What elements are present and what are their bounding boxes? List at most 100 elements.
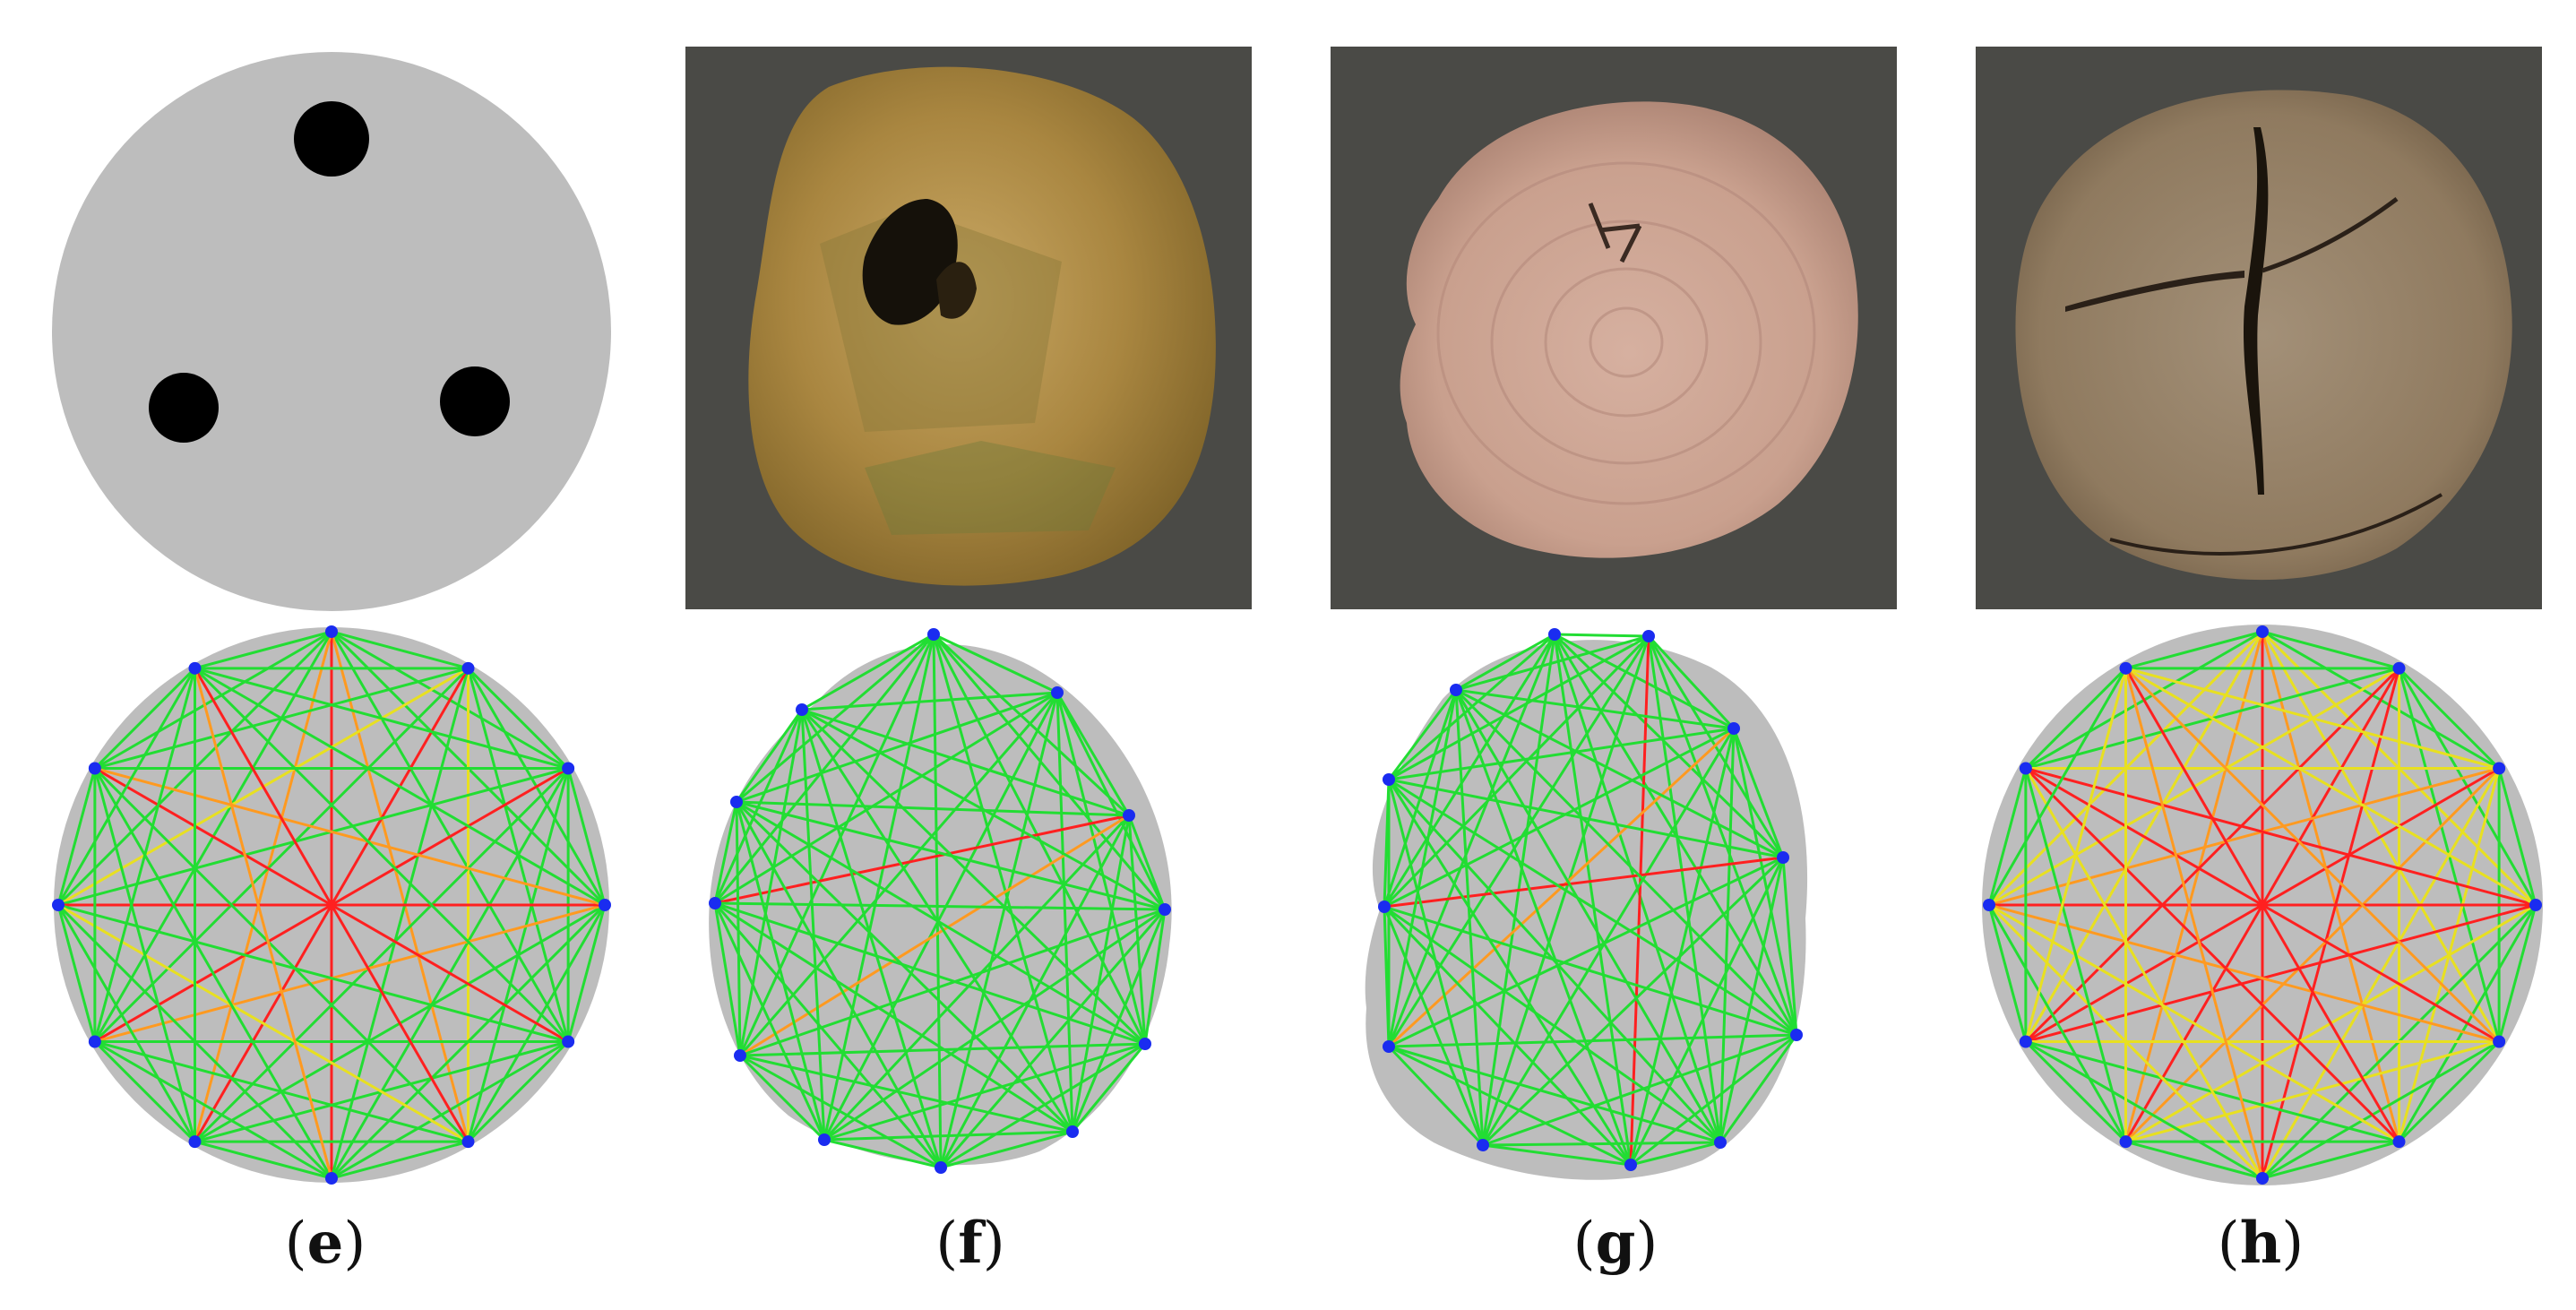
- ray-path: [1127, 814, 1167, 910]
- sensor-point: [1139, 1038, 1151, 1050]
- ray-path: [2024, 668, 2127, 1042]
- ray-path: [2024, 1040, 2127, 1143]
- ray-path: [57, 903, 569, 1043]
- ray-path: [1988, 903, 2500, 1043]
- ray-path: [2125, 667, 2500, 770]
- ray-path: [194, 630, 332, 670]
- ray-path: [1647, 635, 1785, 858]
- ray-path: [1455, 688, 1735, 730]
- ray-path: [713, 709, 804, 904]
- ray-path: [823, 1130, 1073, 1142]
- sensor-point: [2256, 625, 2269, 638]
- ray-path: [739, 1054, 942, 1169]
- ray-path: [93, 768, 196, 1142]
- ray-path: [2261, 631, 2400, 1142]
- sensor-point: [1624, 1159, 1637, 1171]
- ray-path: [194, 668, 333, 1179]
- ray-path: [939, 909, 1167, 1168]
- sensor-point: [818, 1133, 831, 1146]
- ray-path: [2024, 767, 2400, 1143]
- ray-path: [2262, 630, 2399, 670]
- ray-path: [1630, 1141, 1721, 1167]
- defect-hole-left: [149, 373, 219, 443]
- ray-path: [2262, 1140, 2399, 1180]
- ray-path: [735, 801, 943, 1168]
- ray-path: [56, 768, 97, 906]
- ray-path: [1055, 692, 1131, 816]
- ray-map-h: [1971, 614, 2554, 1196]
- sensor-point: [935, 1161, 947, 1174]
- ray-path: [1383, 633, 1556, 908]
- sensor-point: [1790, 1029, 1803, 1041]
- ray-path: [2124, 668, 2400, 1142]
- ray-path: [932, 633, 1131, 817]
- ray-path: [739, 1054, 1073, 1133]
- ray-path: [467, 667, 570, 770]
- ray-path: [736, 800, 1130, 817]
- ray-path: [714, 901, 1166, 911]
- ray-path: [940, 1042, 1146, 1169]
- ray-path: [801, 708, 1130, 817]
- sensor-point: [461, 661, 475, 675]
- ray-path: [1647, 635, 1722, 1143]
- ray-path: [801, 708, 1166, 911]
- sensor-point: [1714, 1136, 1727, 1149]
- ray-map-e: [40, 614, 623, 1196]
- ray-path: [1383, 905, 1721, 1144]
- ray-path: [1387, 779, 1485, 1146]
- ray-path: [933, 633, 1058, 694]
- ray-path: [2124, 631, 2264, 1142]
- ray-path: [2398, 1040, 2501, 1143]
- ray-path: [801, 691, 1058, 711]
- ray-path: [1388, 1045, 1721, 1144]
- ray-path: [1647, 634, 1736, 730]
- ray-path: [194, 667, 606, 907]
- ray-path: [736, 800, 1146, 1046]
- ray-path: [800, 709, 943, 1168]
- ray-path: [1482, 1143, 1632, 1167]
- ray-path: [194, 668, 470, 1142]
- ray-path: [93, 1040, 196, 1143]
- ray-path: [800, 708, 1147, 1046]
- sensor-point: [325, 625, 338, 638]
- log-cross-section: [748, 66, 1216, 586]
- ray-path: [1055, 692, 1074, 1133]
- ray-path: [2025, 903, 2537, 1043]
- ray-path: [93, 767, 470, 1143]
- ray-path: [566, 768, 607, 906]
- ray-path: [1071, 909, 1167, 1133]
- ray-path: [1388, 778, 1797, 1037]
- ray-path: [1454, 688, 1798, 1037]
- ray-path: [1481, 728, 1736, 1146]
- ray-path: [194, 667, 569, 770]
- ray-path: [713, 902, 943, 1168]
- ray-path: [331, 1140, 469, 1180]
- ray-path: [94, 1040, 332, 1180]
- hollow-cavity: [862, 199, 958, 325]
- ray-path: [93, 667, 470, 1043]
- ray-path: [940, 1130, 1073, 1169]
- sensor-point: [188, 1135, 202, 1149]
- ray-path: [2497, 904, 2537, 1042]
- sensor-point: [709, 897, 721, 909]
- ray-path: [738, 633, 935, 1056]
- ray-path: [2024, 767, 2264, 1179]
- ray-path: [93, 767, 333, 1179]
- ray-path: [735, 800, 1074, 1133]
- ray-path: [1388, 634, 1650, 781]
- ray-path: [1719, 857, 1785, 1143]
- sensor-point: [88, 762, 101, 775]
- ray-path: [1454, 689, 1485, 1146]
- crack-main: [2243, 127, 2269, 495]
- ray-path: [1482, 1033, 1797, 1147]
- defect-hole-right: [440, 366, 510, 436]
- sensor-point: [2392, 661, 2406, 675]
- ray-path: [566, 904, 607, 1042]
- caption-h: (h): [2217, 1210, 2305, 1277]
- defect-hole-top: [294, 101, 369, 177]
- ray-path: [2024, 667, 2127, 770]
- ray-path: [194, 767, 570, 1143]
- ray-path: [2261, 668, 2400, 1179]
- ray-path: [801, 633, 935, 711]
- ray-path: [1383, 634, 1650, 909]
